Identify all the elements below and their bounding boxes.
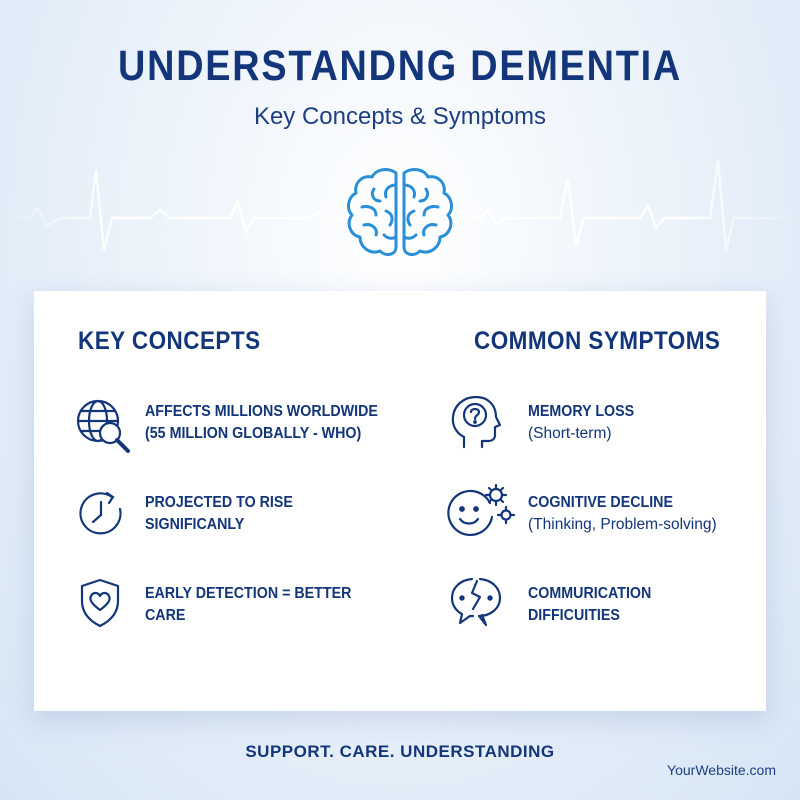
info-card: KEY CONCEPTS AFFECTS MILLIONS WORLDWIDE … [34,291,766,711]
symptom-item-memory-loss: MEMORY LOSS (Short-term) [528,403,635,442]
page-subtitle: Key Concepts & Symptoms [253,103,547,130]
concept-item-early-detection: EARLY DETECTION = BETTER CARE [145,585,352,624]
concept-item-affects: AFFECTS MILLIONS WORLDWIDE (55 MILLION G… [145,403,378,442]
globe-magnifier-icon [76,399,130,453]
page-title: UNDERSTANDNG DEMENTIA [118,42,682,90]
shield-heart-icon [80,578,120,628]
heartbeat-line-icon [0,159,800,251]
head-question-icon [451,395,502,449]
face-gears-icon [447,483,516,537]
speech-bubble-broken-icon [450,577,502,627]
footer-tagline: SUPPORT. CARE. UNDERSTANDING [245,742,555,761]
website-link[interactable]: YourWebsite.com [667,762,776,778]
header: UNDERSTANDNG DEMENTIA Key Concepts & Sym… [0,0,800,290]
key-concepts-heading: KEY CONCEPTS [78,327,261,355]
common-symptoms-heading: COMMON SYMPTOMS [474,327,721,355]
clock-icon [79,491,122,535]
brain-icon [347,168,453,256]
concept-item-projected: PROJECTED TO RISE SIGNIFICANLY [145,494,293,533]
symptom-item-cognitive-decline: COGNITIVE DECLINE (Thinking, Problem-sol… [528,494,717,533]
symptom-item-communication: COMMURICATION DIFFICUITIES [528,585,652,624]
